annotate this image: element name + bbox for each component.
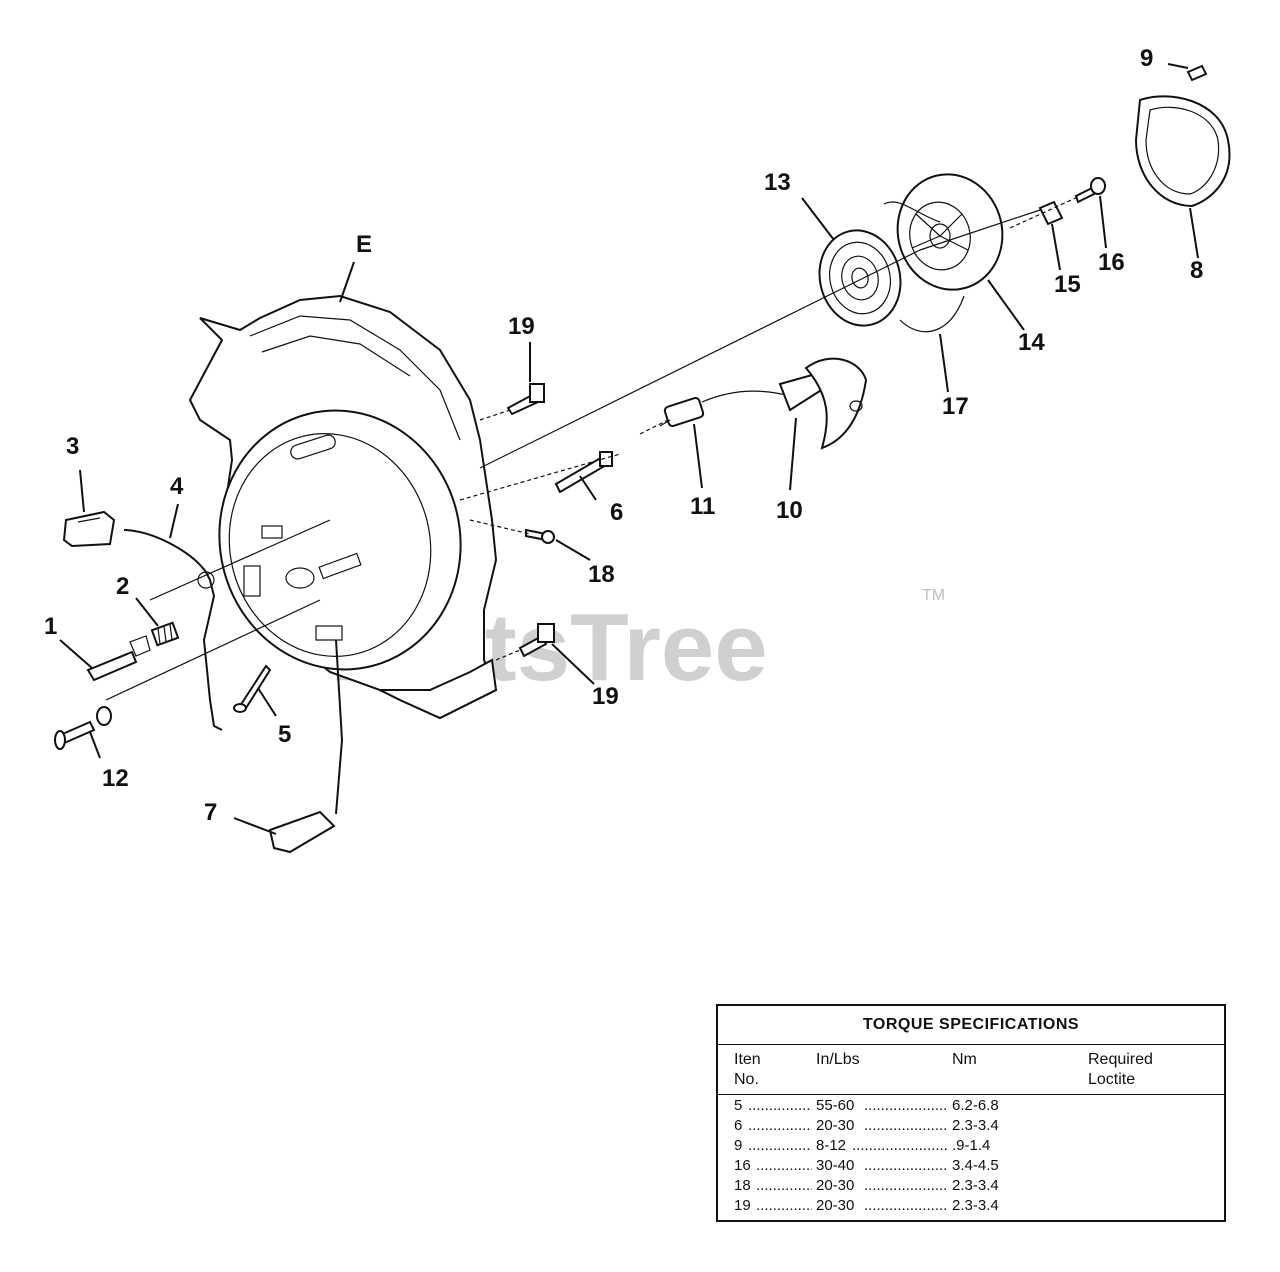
dot-leader: .............................. — [748, 1137, 812, 1154]
watermark-tm: TM — [922, 587, 945, 604]
torque-table-title: TORQUE SPECIFICATIONS — [862, 1016, 1080, 1033]
callout-15: 15 — [1054, 271, 1081, 298]
torque-inlbs-value: 20-30 — [816, 1177, 855, 1194]
torque-inlbs-value: 55-60 — [816, 1097, 855, 1114]
header-nm: Nm — [952, 1051, 977, 1068]
part-2-spring — [150, 621, 180, 647]
part-19-screw-top — [506, 383, 545, 416]
part-17-rope — [883, 201, 965, 333]
blower-housing — [188, 294, 498, 720]
dot-leader: .............................. — [756, 1177, 812, 1194]
callout-14: 14 — [1018, 329, 1045, 356]
callout-18: 18 — [588, 561, 615, 588]
header-item: Iten No. — [734, 1050, 761, 1090]
torque-nm-value: 3.4-4.5 — [952, 1157, 999, 1174]
torque-nm-value: 2.3-3.4 — [952, 1177, 999, 1194]
part-15-bushing — [1038, 200, 1064, 226]
callout-4: 4 — [170, 473, 184, 500]
dot-leader: .............................. — [748, 1097, 812, 1114]
torque-nm-value: 2.3-3.4 — [952, 1117, 999, 1134]
part-16-screw — [1074, 177, 1106, 204]
dot-leader: ........................................… — [864, 1097, 948, 1114]
leader-lines — [59, 63, 1199, 835]
dot-leader: .............................. — [748, 1117, 812, 1134]
part-13-spring-reel — [818, 229, 902, 327]
dot-leader: .............................. — [756, 1157, 812, 1174]
table-divider — [718, 1094, 1224, 1095]
callout-10: 10 — [776, 497, 803, 524]
callout-16: 16 — [1098, 249, 1125, 276]
torque-item-number: 5 — [734, 1097, 743, 1114]
assembly-axis-lines — [105, 195, 1081, 701]
callout-12: 12 — [102, 765, 129, 792]
part-8-gasket — [1134, 95, 1231, 208]
dot-leader: ........................................… — [864, 1117, 948, 1134]
callout-1: 1 — [44, 613, 57, 640]
part-10-handle — [701, 357, 868, 450]
torque-item-number: 19 — [734, 1197, 751, 1214]
torque-item-number: 6 — [734, 1117, 743, 1134]
torque-nm-value: 2.3-3.4 — [952, 1197, 999, 1214]
dot-leader: ........................................… — [864, 1197, 948, 1214]
header-loctite: Required Loctite — [1088, 1050, 1153, 1090]
part-1-bolt — [86, 635, 151, 682]
callout-5: 5 — [278, 721, 291, 748]
part-14-pulley — [896, 173, 1004, 291]
torque-nm-value: .9-1.4 — [952, 1137, 991, 1154]
torque-inlbs-value: 30-40 — [816, 1157, 855, 1174]
part-5-screw — [233, 664, 272, 713]
dot-leader: .............................. — [756, 1197, 812, 1214]
torque-inlbs-value: 8-12 — [816, 1137, 847, 1154]
part-3-block — [62, 510, 116, 548]
part-9-screw — [1186, 64, 1208, 82]
callout-8: 8 — [1190, 257, 1203, 284]
dot-leader: ........................................… — [864, 1177, 948, 1194]
dot-leader: ........................................… — [852, 1137, 948, 1154]
header-item-line2: No. — [734, 1071, 759, 1088]
callout-6: 6 — [610, 499, 623, 526]
callout-9: 9 — [1140, 45, 1153, 72]
callout-7: 7 — [204, 799, 217, 826]
part-12-pin — [54, 706, 112, 750]
callout-2: 2 — [116, 573, 129, 600]
callout-19-bottom: 19 — [592, 683, 619, 710]
torque-item-number: 9 — [734, 1137, 743, 1154]
torque-item-number: 16 — [734, 1157, 751, 1174]
torque-specifications-table: TORQUE SPECIFICATIONS Iten No. In/Lbs Nm… — [716, 1004, 1226, 1222]
callout-13: 13 — [764, 169, 791, 196]
callout-3: 3 — [66, 433, 79, 460]
callout-17: 17 — [942, 393, 969, 420]
part-6-bolt — [554, 451, 613, 494]
dot-leader: ........................................… — [864, 1157, 948, 1174]
torque-item-number: 18 — [734, 1177, 751, 1194]
part-18-screw — [525, 528, 555, 544]
torque-nm-value: 6.2-6.8 — [952, 1097, 999, 1114]
header-inlbs: In/Lbs — [816, 1051, 860, 1068]
part-7-pad — [268, 810, 336, 854]
part-11-rope-guide — [659, 396, 705, 428]
callout-19-top: 19 — [508, 313, 535, 340]
torque-inlbs-value: 20-30 — [816, 1117, 855, 1134]
part-19-screw-bottom — [518, 623, 555, 658]
header-loctite-line1: Required — [1088, 1051, 1153, 1068]
callout-11: 11 — [690, 493, 715, 520]
header-loctite-line2: Loctite — [1088, 1071, 1136, 1088]
header-item-line1: Iten — [734, 1051, 761, 1068]
table-divider — [718, 1044, 1224, 1045]
torque-inlbs-value: 20-30 — [816, 1197, 855, 1214]
callout-E: E — [356, 231, 372, 258]
